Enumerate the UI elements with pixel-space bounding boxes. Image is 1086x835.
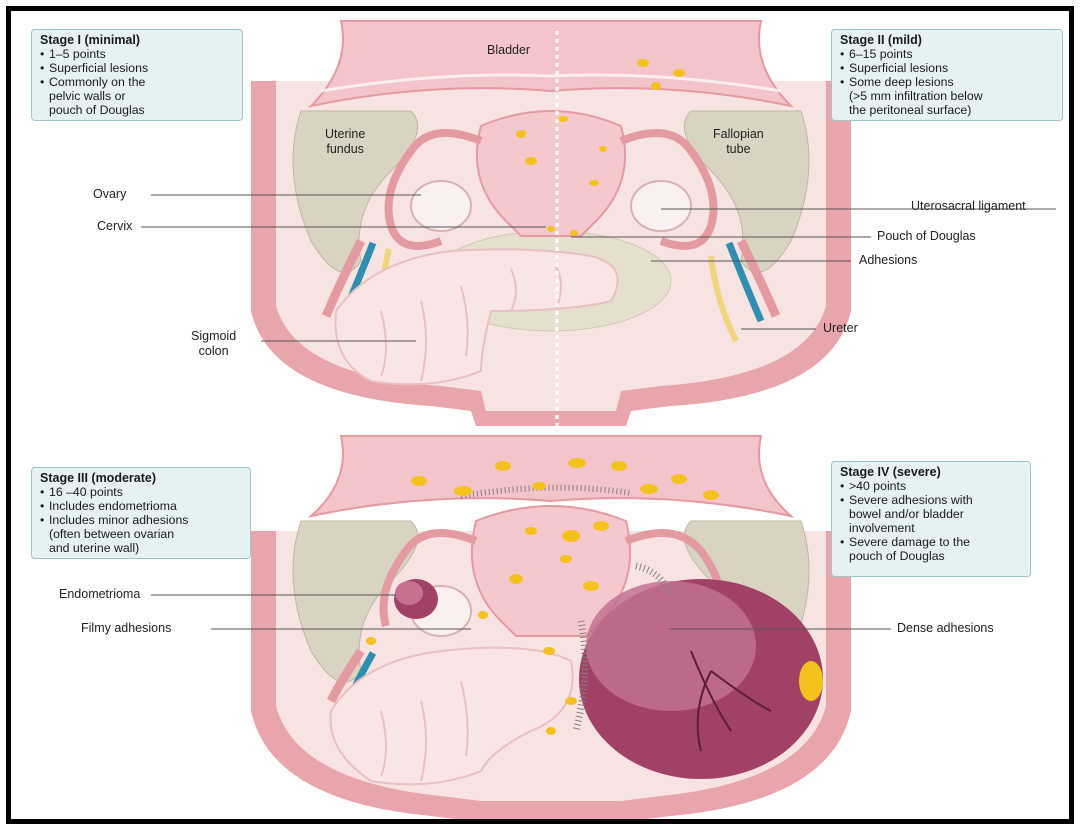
- label-bladder: Bladder: [487, 43, 530, 58]
- stage-4-point: >40 points: [840, 479, 1023, 493]
- label-ovary: Ovary: [93, 187, 126, 202]
- illustration-frame: Stage I (minimal) 1–5 points Superficial…: [6, 6, 1074, 824]
- stage-1-box: Stage I (minimal) 1–5 points Superficial…: [31, 29, 243, 121]
- label-endometrioma: Endometrioma: [59, 587, 140, 602]
- stage-1-points: 1–5 points Superficial lesions Commonly …: [40, 47, 235, 117]
- stage-4-box: Stage IV (severe) >40 points Severe adhe…: [831, 461, 1031, 577]
- stage-1-point: Superficial lesions: [40, 61, 235, 75]
- stage-3-point: 16 –40 points: [40, 485, 243, 499]
- stage-3-point: Includes endometrioma: [40, 499, 243, 513]
- stage-2-box: Stage II (mild) 6–15 points Superficial …: [831, 29, 1063, 121]
- stage-2-points: 6–15 points Superficial lesions Some dee…: [840, 47, 1055, 117]
- stage-4-points: >40 points Severe adhesions with bowel a…: [840, 479, 1023, 563]
- stage-3-box: Stage III (moderate) 16 –40 points Inclu…: [31, 467, 251, 559]
- stage-3-point: Includes minor adhesions (often between …: [40, 513, 243, 555]
- top-pelvis-diagram: [251, 21, 851, 426]
- stage-1-point: Commonly on the pelvic walls or pouch of…: [40, 75, 235, 117]
- stage-2-point: Superficial lesions: [840, 61, 1055, 75]
- label-ureter: Ureter: [823, 321, 858, 336]
- stage-1-point: 1–5 points: [40, 47, 235, 61]
- label-pouch-of-douglas: Pouch of Douglas: [877, 229, 976, 244]
- stage-2-point: Some deep lesions (>5 mm infiltration be…: [840, 75, 1055, 117]
- label-uterosacral-ligament: Uterosacral ligament: [911, 199, 1026, 214]
- label-sigmoid-colon: Sigmoid colon: [191, 329, 236, 359]
- label-fallopian-tube: Fallopian tube: [713, 127, 764, 157]
- stage-3-points: 16 –40 points Includes endometrioma Incl…: [40, 485, 243, 555]
- stage-1-title: Stage I (minimal): [40, 33, 235, 47]
- endometriosis-staging-illustration: [11, 11, 1074, 824]
- label-dense-adhesions: Dense adhesions: [897, 621, 994, 636]
- label-adhesions: Adhesions: [859, 253, 917, 268]
- stage-4-title: Stage IV (severe): [840, 465, 1023, 479]
- stage-3-title: Stage III (moderate): [40, 471, 243, 485]
- stage-4-point: Severe damage to the pouch of Douglas: [840, 535, 1023, 563]
- label-filmy-adhesions: Filmy adhesions: [81, 621, 171, 636]
- label-uterine-fundus: Uterine fundus: [325, 127, 365, 157]
- stage-2-title: Stage II (mild): [840, 33, 1055, 47]
- stage-2-point: 6–15 points: [840, 47, 1055, 61]
- label-cervix: Cervix: [97, 219, 132, 234]
- stage-4-point: Severe adhesions with bowel and/or bladd…: [840, 493, 1023, 535]
